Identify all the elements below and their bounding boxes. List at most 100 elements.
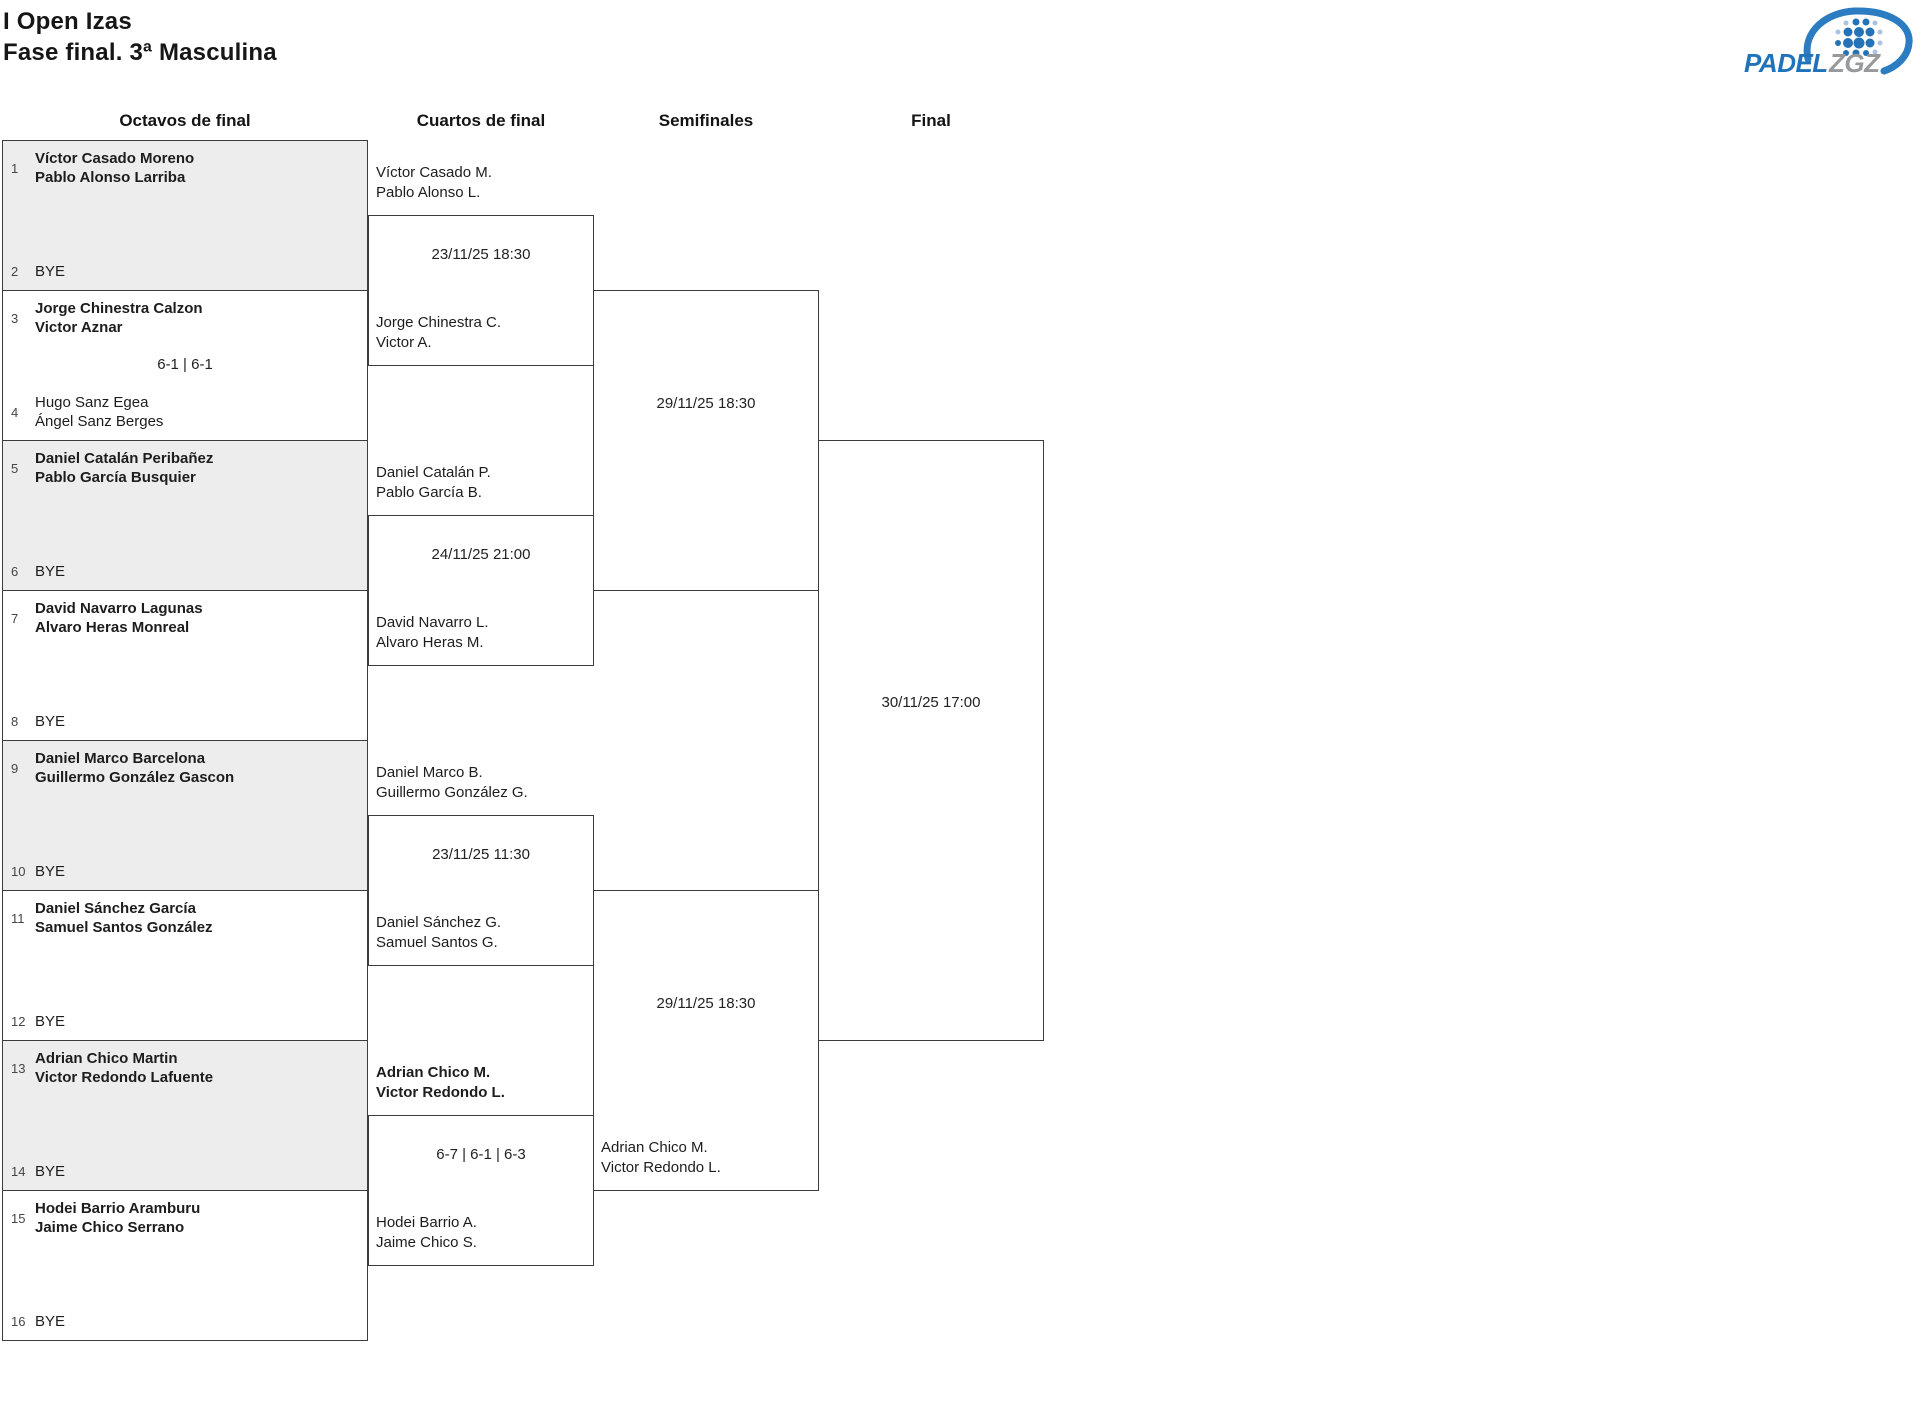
team-name-line: Pablo Alonso L. (376, 184, 481, 201)
team-name-line: Alvaro Heras Monreal (35, 619, 190, 636)
tournament-name: I Open Izas (3, 8, 132, 35)
page-title: I Open Izas Fase final. 3ª Masculina (3, 6, 277, 68)
round-header-final: Final (911, 111, 951, 130)
team-name-line: Hodei Barrio Aramburu (35, 1200, 201, 1217)
team-name-line: Pablo García Busquier (35, 469, 196, 486)
team-slot: 8 BYE (11, 712, 361, 731)
round-header-semifinales: Semifinales (658, 111, 754, 130)
sf2-bottom-team: Adrian Chico M.Victor Redondo L. (601, 1138, 721, 1178)
team-name-line: Jorge Chinestra C. (376, 314, 502, 331)
team-name-line: Adrian Chico Martin (35, 1050, 178, 1067)
qf1-match-date: 23/11/25 18:30 (431, 246, 531, 263)
sf2-match-date: 29/11/25 18:30 (656, 995, 756, 1012)
team-slot: 16 BYE (11, 1312, 361, 1331)
team-name-line: Adrian Chico M. (601, 1139, 708, 1156)
round-header-octavos: Octavos de final (119, 111, 251, 130)
sf1-match-date: 29/11/25 18:30 (656, 395, 756, 412)
team-name-line: Pablo Alonso Larriba (35, 169, 186, 186)
team-name-line: Jaime Chico S. (376, 1234, 477, 1251)
team-name-line: Daniel Sánchez García (35, 900, 196, 917)
qf3-match-date: 23/11/25 11:30 (432, 846, 530, 863)
seed-number: 14 (11, 1164, 26, 1179)
team-name-line: Guillermo González Gascon (35, 769, 235, 786)
match-score: 6-1 | 6-1 (157, 356, 213, 373)
team-name-line: Daniel Sánchez G. (376, 914, 502, 931)
seed-number: 4 (11, 404, 19, 420)
seed-number: 10 (11, 864, 26, 879)
seed-number: 1 (11, 160, 19, 176)
team-name-line: BYE (35, 1013, 66, 1030)
seed-number: 15 (11, 1210, 26, 1226)
team-name-line: Daniel Marco B. (376, 764, 483, 781)
qf2-match-date: 24/11/25 21:00 (431, 546, 531, 563)
qf2-bottom-team: David Navarro L. Alvaro Heras M. (376, 613, 489, 653)
seed-number: 5 (11, 460, 19, 476)
team-name-line: David Navarro Lagunas (35, 600, 203, 617)
qf4-top-team: Adrian Chico M. Victor Redondo L. (376, 1063, 505, 1103)
team-name-line: Hodei Barrio A. (376, 1214, 477, 1231)
seed-number: 7 (11, 610, 19, 626)
team-name-line: Jorge Chinestra Calzon (35, 300, 203, 317)
phase-category: Fase final. 3ª Masculina (3, 39, 277, 66)
team-name-line: Samuel Santos G. (376, 934, 498, 951)
team-slot: 10 BYE (11, 862, 361, 881)
team-name-line: Daniel Marco Barcelona (35, 750, 206, 767)
final-match-box (818, 440, 1044, 1041)
team-slot: 12 BYE (11, 1012, 361, 1031)
seed-number: 12 (11, 1014, 26, 1029)
final-match-date: 30/11/25 17:00 (881, 694, 981, 711)
qf4-match-score: 6-7 | 6-1 | 6-3 (436, 1146, 526, 1163)
team-slot: 2 BYE (11, 262, 361, 281)
team-name-line: BYE (35, 263, 66, 280)
team-name-line: BYE (35, 863, 66, 880)
team-slot: 6 BYE (11, 562, 361, 581)
sf-match-1-box (593, 290, 819, 591)
team-name-line: Alvaro Heras M. (376, 634, 484, 651)
team-name-line: Víctor Casado Moreno (35, 150, 195, 167)
logo-text-padel: PADEL (1744, 48, 1828, 78)
logo-text-zgz: ZGZ (1828, 48, 1881, 78)
logo-swoosh (1803, 7, 1913, 75)
seed-number: 6 (11, 564, 19, 579)
qf3-top-team: Daniel Marco B. Guillermo González G. (376, 763, 528, 803)
team-name-line: Adrian Chico M. (376, 1064, 491, 1081)
team-name-line: David Navarro L. (376, 614, 489, 631)
qf1-top-team: Víctor Casado M. Pablo Alonso L. (376, 163, 492, 203)
team-name-line: BYE (35, 563, 66, 580)
team-name-line: BYE (35, 1163, 66, 1180)
seed-number: 9 (11, 760, 19, 776)
qf4-bottom-team: Hodei Barrio A. Jaime Chico S. (376, 1213, 477, 1253)
team-name-line: Pablo García B. (376, 484, 482, 501)
round-header-cuartos: Cuartos de final (416, 111, 546, 130)
seed-number: 11 (11, 910, 25, 926)
seed-number: 8 (11, 714, 19, 729)
seed-number: 16 (11, 1314, 26, 1329)
team-name-line: Víctor Casado M. (376, 164, 492, 181)
team-name-line: BYE (35, 713, 66, 730)
logo-dots (1835, 18, 1883, 57)
team-name-line: Ángel Sanz Berges (35, 413, 164, 430)
seed-number: 3 (11, 310, 19, 326)
padelzgz-logo[interactable]: PADEL ZGZ (1742, 4, 1920, 78)
team-name-line: Guillermo González G. (376, 784, 528, 801)
team-name-line: Victor Redondo L. (376, 1084, 505, 1101)
seed-number: 13 (11, 1060, 26, 1076)
qf1-bottom-team: Jorge Chinestra C.Victor A. (376, 313, 501, 353)
